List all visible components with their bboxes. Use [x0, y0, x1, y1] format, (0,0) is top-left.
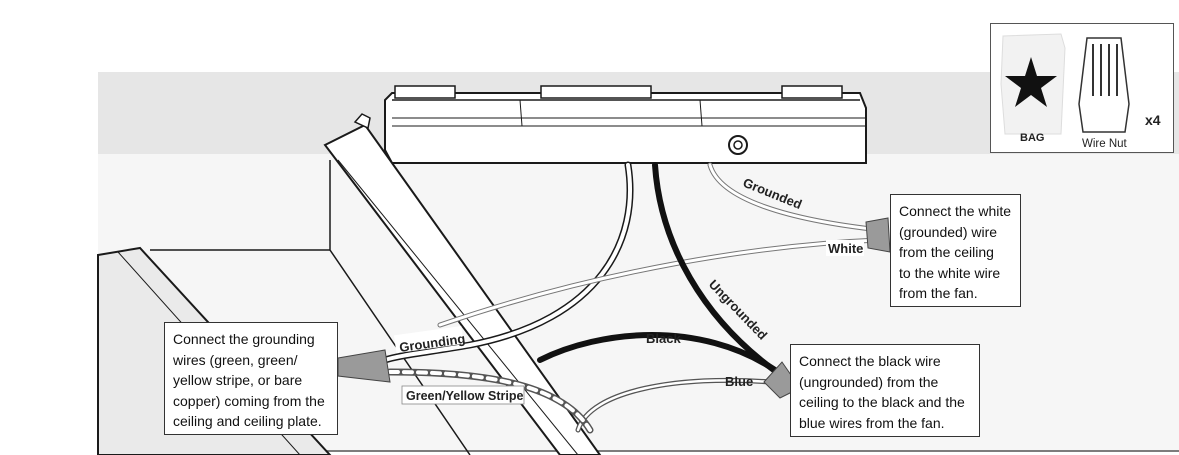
callout-white: Connect the white (grounded) wire from t…: [890, 194, 1021, 307]
label-white: White: [828, 241, 863, 256]
callout-white-line: (grounded) wire: [899, 223, 998, 240]
label-green-yellow-stripe: Green/Yellow Stripe: [406, 389, 523, 403]
callout-white-line: Connect the white: [899, 203, 1012, 219]
callout-white-line: from the ceiling: [899, 244, 994, 260]
wire-nut-ground: [337, 349, 391, 383]
callout-black: Connect the black wire (ungrounded) from…: [790, 344, 980, 437]
wire-nut-white: [865, 217, 891, 253]
quantity-label: x4: [1145, 112, 1161, 128]
callout-ground-line: copper) coming from the: [173, 392, 325, 409]
bag-label: BAG: [1020, 132, 1045, 144]
label-blue: Blue: [725, 374, 753, 389]
label-white-bg: [826, 240, 864, 256]
callout-white-line: to the white wire: [899, 264, 1001, 281]
label-black: Black: [646, 331, 681, 346]
callout-ground-line: ceiling and ceiling plate.: [173, 413, 322, 429]
callout-white-line: from the fan.: [899, 285, 978, 301]
callout-black-line: blue wires from the fan.: [799, 414, 945, 431]
wire-nut-label: Wire Nut: [1082, 138, 1127, 150]
callout-ground-line: yellow stripe, or bare: [173, 372, 303, 388]
callout-ground: Connect the grounding wires (green, gree…: [164, 322, 338, 435]
callout-black-line: ceiling to the black and the: [799, 394, 965, 410]
star-icon: [1005, 57, 1057, 107]
ceiling-plate: [384, 85, 867, 164]
label-grounding-bg: [393, 325, 464, 354]
callout-black-line: (ungrounded) from the: [799, 373, 939, 390]
callout-ground-line: wires (green, green/: [173, 351, 298, 368]
parts-box: BAG Wire Nut x4: [990, 23, 1174, 153]
callout-black-line: Connect the black wire: [799, 353, 941, 369]
wire-nut-icon: [1078, 37, 1130, 133]
label-gy-bg: [401, 385, 525, 405]
fan-black-wire: [537, 332, 778, 373]
wires: [381, 161, 883, 434]
callout-ground-line: Connect the grounding: [173, 331, 315, 347]
